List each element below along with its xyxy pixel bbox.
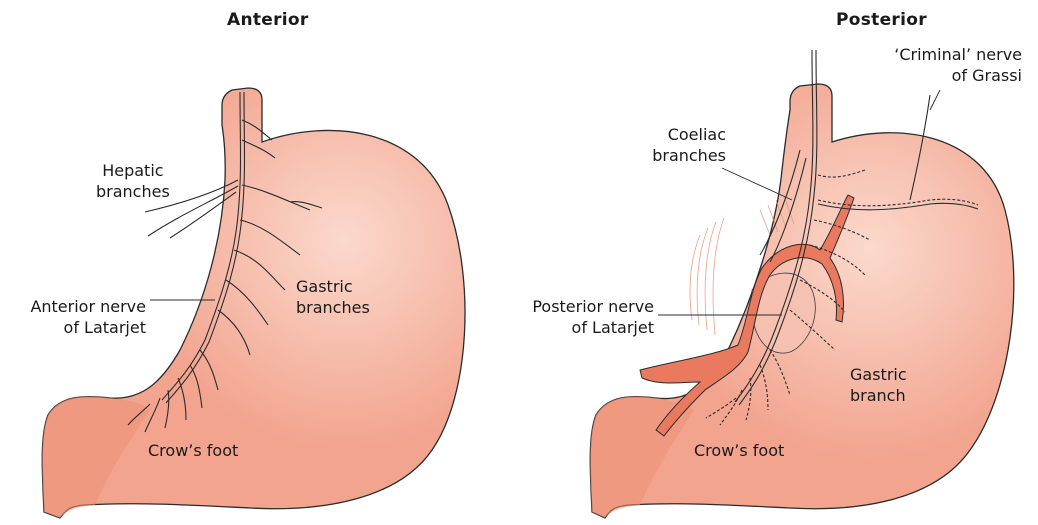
label-criminal-nerve: ‘Criminal’ nerve of Grassi [862,44,1022,86]
label-posterior-crows-foot: Crow’s foot [694,440,784,461]
posterior-title: Posterior [836,10,927,30]
anterior-title: Anterior [227,10,309,30]
label-gastric-branches: Gastric branches [296,276,370,318]
leader-criminal [930,90,940,110]
label-coeliac-branches: Coeliac branches [628,124,726,166]
label-hepatic-branches: Hepatic branches [96,160,170,202]
label-anterior-crows-foot: Crow’s foot [148,440,238,461]
label-posterior-latarjet: Posterior nerve of Latarjet [508,296,654,338]
label-anterior-latarjet: Anterior nerve of Latarjet [4,296,146,338]
label-gastric-branch: Gastric branch [850,364,907,406]
